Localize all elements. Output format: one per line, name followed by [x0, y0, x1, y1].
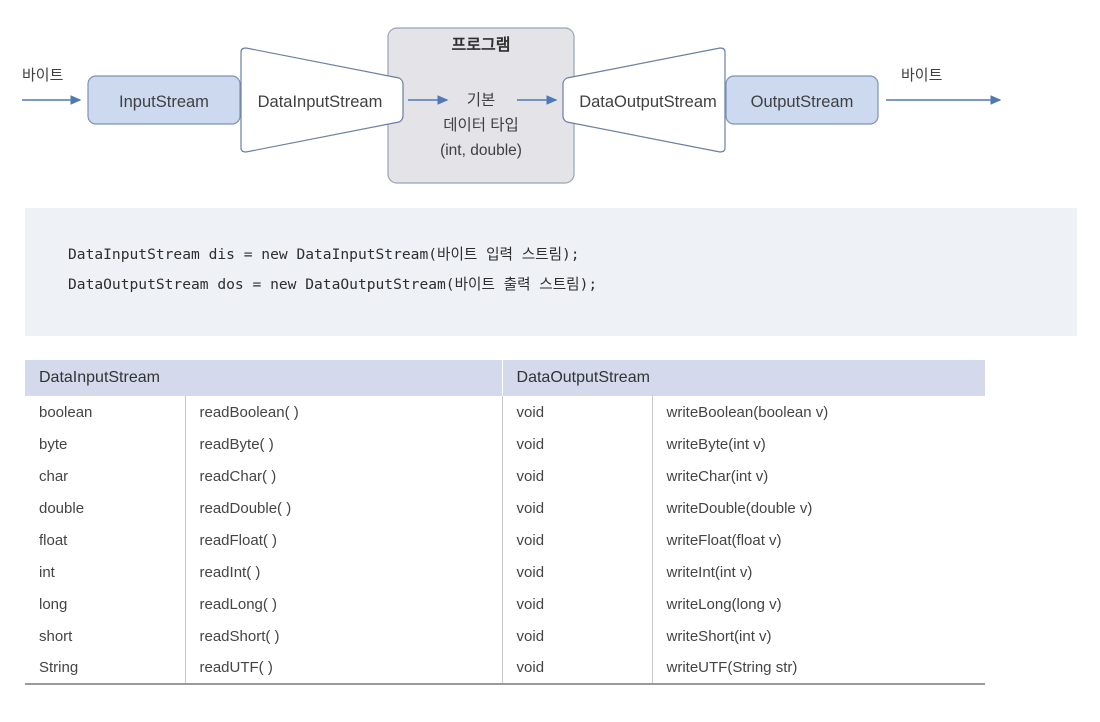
table-body: boolean readBoolean( ) void writeBoolean…	[25, 396, 986, 685]
cell-out-type: void	[502, 652, 653, 685]
cell-in-method: readShort( )	[185, 620, 503, 652]
output-stream-box	[725, 75, 879, 125]
input-stream-label: InputStream	[119, 93, 209, 111]
cell-out-type: void	[502, 620, 653, 652]
center-line-3: (int, double)	[440, 142, 522, 159]
cell-in-type: float	[25, 524, 186, 556]
data-input-stream-label: DataInputStream	[258, 93, 383, 111]
table-row: short readShort( ) void writeShort(int v…	[25, 620, 985, 652]
cell-out-method: writeDouble(double v)	[666, 499, 813, 517]
cell-in-type: int	[25, 556, 186, 588]
cell-out-type: void	[502, 396, 653, 428]
cell-in-method: readLong( )	[185, 588, 503, 620]
cell-in-type: long	[25, 588, 186, 620]
cell-out-method: writeFloat(float v)	[666, 531, 782, 549]
cell-in-type: char	[25, 460, 186, 492]
cell-in-method: readInt( )	[185, 556, 503, 588]
cell-out-method: writeChar(int v)	[666, 467, 769, 485]
cell-in-method: readByte( )	[185, 428, 503, 460]
code-line-1: DataInputStream dis = new DataInputStrea…	[68, 246, 580, 263]
cell-out-type: void	[502, 556, 653, 588]
code-block: DataInputStream dis = new DataInputStrea…	[25, 208, 1077, 336]
stream-pipeline-diagram: 바이트 InputStream DataInputStream 프로그램 기본 …	[0, 0, 1100, 200]
table-row: double readDouble( ) void writeDouble(do…	[25, 492, 985, 524]
cell-in-type: String	[25, 652, 186, 685]
table-header-dataoutputstream: DataOutputStream	[502, 360, 986, 396]
cell-out-type: void	[502, 460, 653, 492]
cell-out-type: void	[502, 492, 653, 524]
table-row: int readInt( ) void writeInt(int v)	[25, 556, 985, 588]
cell-out-method: writeBoolean(boolean v)	[666, 403, 829, 421]
cell-in-type: byte	[25, 428, 186, 460]
cell-out-method: writeLong(long v)	[666, 595, 782, 613]
cell-in-type: double	[25, 492, 186, 524]
table-header-row: DataInputStream DataOutputStream	[25, 360, 986, 396]
data-input-stream-funnel	[240, 47, 404, 153]
cell-out-type: void	[502, 428, 653, 460]
cell-in-method: readDouble( )	[185, 492, 503, 524]
output-byte-label: 바이트	[901, 67, 943, 84]
table-row: float readFloat( ) void writeFloat(float…	[25, 524, 985, 556]
program-title: 프로그램	[452, 35, 511, 54]
center-line-2: 데이터 타입	[443, 116, 519, 134]
table-header-datainputstream: DataInputStream	[25, 360, 503, 396]
cell-in-method: readFloat( )	[185, 524, 503, 556]
table-row: boolean readBoolean( ) void writeBoolean…	[25, 396, 985, 428]
cell-in-method: readUTF( )	[185, 652, 503, 685]
output-stream-label: OutputStream	[751, 93, 854, 111]
input-stream-box	[87, 75, 241, 125]
cell-in-type: boolean	[25, 396, 186, 428]
cell-out-type: void	[502, 524, 653, 556]
center-line-1: 기본	[467, 91, 496, 109]
table-row: long readLong( ) void writeLong(long v)	[25, 588, 985, 620]
table-row: byte readByte( ) void writeByte(int v)	[25, 428, 985, 460]
api-method-table: DataInputStream DataOutputStream boolean…	[25, 360, 986, 685]
cell-out-method: writeUTF(String str)	[652, 652, 986, 685]
cell-in-method: readChar( )	[185, 460, 503, 492]
code-line-2: DataOutputStream dos = new DataOutputStr…	[68, 276, 598, 293]
cell-out-type: void	[502, 588, 653, 620]
data-output-stream-label: DataOutputStream	[579, 93, 717, 111]
table-row: String readUTF( ) void writeUTF(String s…	[25, 652, 986, 685]
data-output-stream-funnel	[562, 47, 726, 153]
cell-out-method: writeInt(int v)	[666, 563, 753, 581]
input-byte-label: 바이트	[22, 67, 64, 84]
cell-out-method: writeByte(int v)	[666, 435, 766, 453]
cell-in-type: short	[25, 620, 186, 652]
table-row: char readChar( ) void writeChar(int v)	[25, 460, 985, 492]
cell-in-method: readBoolean( )	[185, 396, 503, 428]
cell-out-method: writeShort(int v)	[666, 627, 772, 645]
